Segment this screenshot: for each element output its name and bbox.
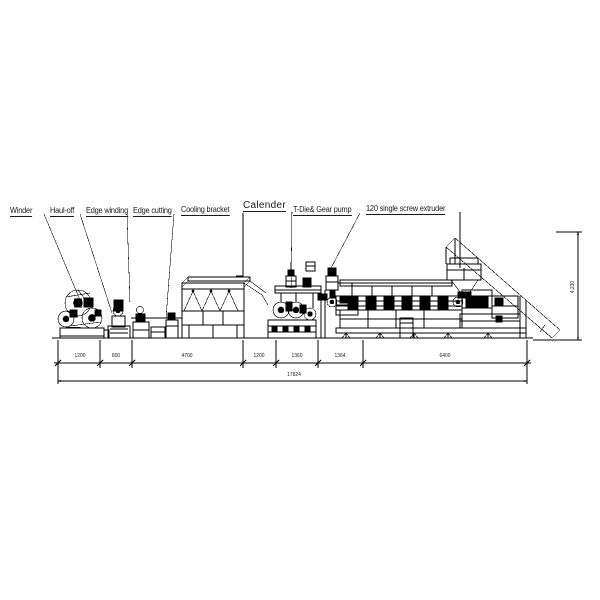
dimension-value-1364: 1364: [334, 353, 346, 359]
dimension-value-800: 800: [111, 353, 121, 359]
inclined-conveyor: [445, 237, 561, 339]
leader-lines: [43, 211, 461, 319]
callout-label-edge-cutting[interactable]: Edge cutting: [133, 206, 172, 217]
dimension-lines: [54, 231, 582, 384]
calender-assembly: [267, 261, 328, 339]
callout-label-calender[interactable]: Calender: [243, 200, 286, 212]
edge-cutting-assembly: [131, 312, 182, 339]
dimension-value-1200-b: 1200: [253, 353, 265, 359]
dimension-value-overall-length: 17824: [287, 372, 301, 378]
callout-label-winder[interactable]: Winder: [10, 206, 33, 217]
callout-label-cooling-bracket[interactable]: Cooling bracket: [181, 205, 230, 216]
cooling-bracket-frame: [181, 276, 269, 339]
extruder-platform: [335, 279, 527, 339]
dimension-value-6400: 6400: [439, 353, 451, 359]
hopper-assembly: [446, 257, 482, 299]
haul-off-assembly: [103, 299, 131, 339]
callout-label-haul-off[interactable]: Haul-off: [50, 206, 75, 217]
edge-winding-assembly: [132, 306, 166, 339]
callout-label-t-die-gear-pump[interactable]: T-Die& Gear pump: [293, 205, 352, 216]
dimension-value-1200-a: 1200: [74, 353, 86, 359]
dimension-value-1360: 1360: [291, 353, 303, 359]
callout-label-edge-winding[interactable]: Edge winding: [86, 206, 128, 217]
dimension-value-4700: 4700: [181, 353, 193, 359]
dimension-value-overall-height: 4,230: [570, 280, 576, 294]
winder-assembly: [57, 289, 105, 338]
callout-label-single-screw-extruder[interactable]: 120 single screw extruder: [366, 204, 446, 215]
gearbox-motor-assembly: [452, 289, 527, 338]
